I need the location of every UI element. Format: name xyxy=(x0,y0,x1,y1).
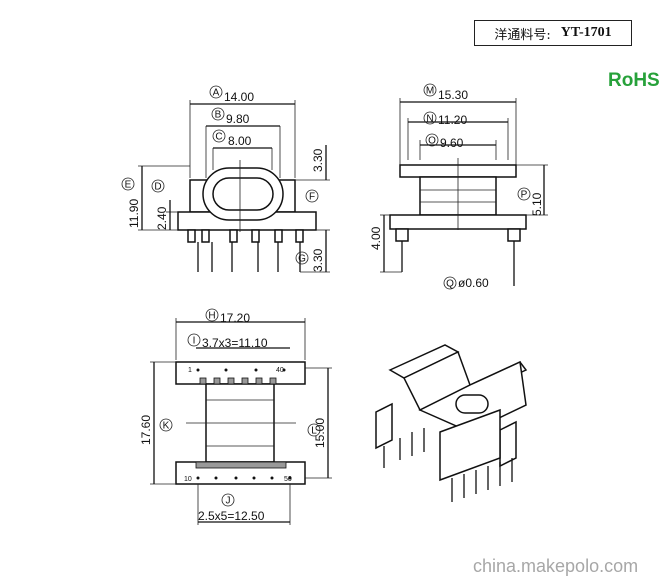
marker-A: A xyxy=(209,85,223,99)
svg-text:E: E xyxy=(125,180,132,191)
dim-P: 5.10 xyxy=(530,192,544,216)
pin-50-label: 50 xyxy=(284,476,292,483)
side-view xyxy=(380,98,548,286)
marker-G: G xyxy=(295,251,309,265)
dim-side-h: 4.00 xyxy=(369,226,383,250)
marker-D: D xyxy=(151,179,165,193)
svg-text:J: J xyxy=(226,496,231,507)
marker-P: P xyxy=(517,187,531,201)
marker-H: H xyxy=(205,308,219,322)
marker-B: B xyxy=(211,107,225,121)
bottom-view xyxy=(150,318,332,525)
svg-text:D: D xyxy=(154,182,161,193)
dim-K: 17.60 xyxy=(139,415,153,445)
svg-text:I: I xyxy=(193,336,196,347)
dim-F-top: 3.30 xyxy=(311,148,325,172)
dim-Q: ø0.60 xyxy=(458,276,489,290)
part-number-box: 洋通料号: YT-1701 xyxy=(474,20,632,46)
pin-1-label: 1 xyxy=(188,367,192,374)
svg-text:B: B xyxy=(215,110,222,121)
marker-M: M xyxy=(423,83,437,97)
part-number: YT-1701 xyxy=(560,25,612,40)
dim-B: 9.80 xyxy=(226,112,250,126)
front-view xyxy=(138,100,330,273)
dim-N: 11.20 xyxy=(438,113,467,127)
svg-text:Q: Q xyxy=(446,279,454,290)
svg-text:H: H xyxy=(208,311,215,322)
svg-text:L: L xyxy=(311,426,317,437)
marker-K: K xyxy=(159,418,173,432)
dimension-markers: A B C D E F G M N O P Q H I K L J xyxy=(121,83,531,507)
marker-C: C xyxy=(212,129,226,143)
dim-I: 3.7x3=11.10 xyxy=(202,336,268,350)
svg-text:P: P xyxy=(521,190,528,201)
dim-D: 2.40 xyxy=(155,206,169,230)
dim-C: 8.00 xyxy=(228,134,252,148)
marker-I: I xyxy=(187,333,201,347)
marker-L: L xyxy=(307,423,321,437)
part-label: 洋通料号: xyxy=(494,27,551,43)
svg-text:O: O xyxy=(428,136,436,147)
svg-text:N: N xyxy=(426,114,433,125)
dim-H: 17.20 xyxy=(220,311,250,325)
svg-text:F: F xyxy=(309,192,315,203)
dim-A: 14.00 xyxy=(224,90,254,104)
isometric-view xyxy=(375,344,528,502)
marker-O: O xyxy=(425,133,439,147)
rohs-mark: RoHS xyxy=(608,70,660,91)
dim-J: 2.5x5=12.50 xyxy=(198,509,265,523)
svg-text:C: C xyxy=(215,132,222,143)
marker-Q: Q xyxy=(443,276,457,290)
watermark: china.makepolo.com xyxy=(473,556,639,576)
marker-F: F xyxy=(305,189,319,203)
dim-E: 11.90 xyxy=(127,199,141,228)
dim-O: 9.60 xyxy=(440,136,464,150)
marker-J: J xyxy=(221,493,235,507)
dim-M: 15.30 xyxy=(438,88,468,102)
marker-E: E xyxy=(121,177,135,191)
svg-text:M: M xyxy=(426,86,434,97)
svg-text:A: A xyxy=(213,88,220,99)
pin-10-label: 10 xyxy=(184,476,192,483)
dim-G-bot: 3.30 xyxy=(311,248,325,272)
svg-text:K: K xyxy=(163,421,170,432)
pin-40-label: 40 xyxy=(276,367,284,374)
marker-N: N xyxy=(423,111,437,125)
dim-L: 15.00 xyxy=(313,418,327,448)
svg-text:G: G xyxy=(298,254,306,265)
